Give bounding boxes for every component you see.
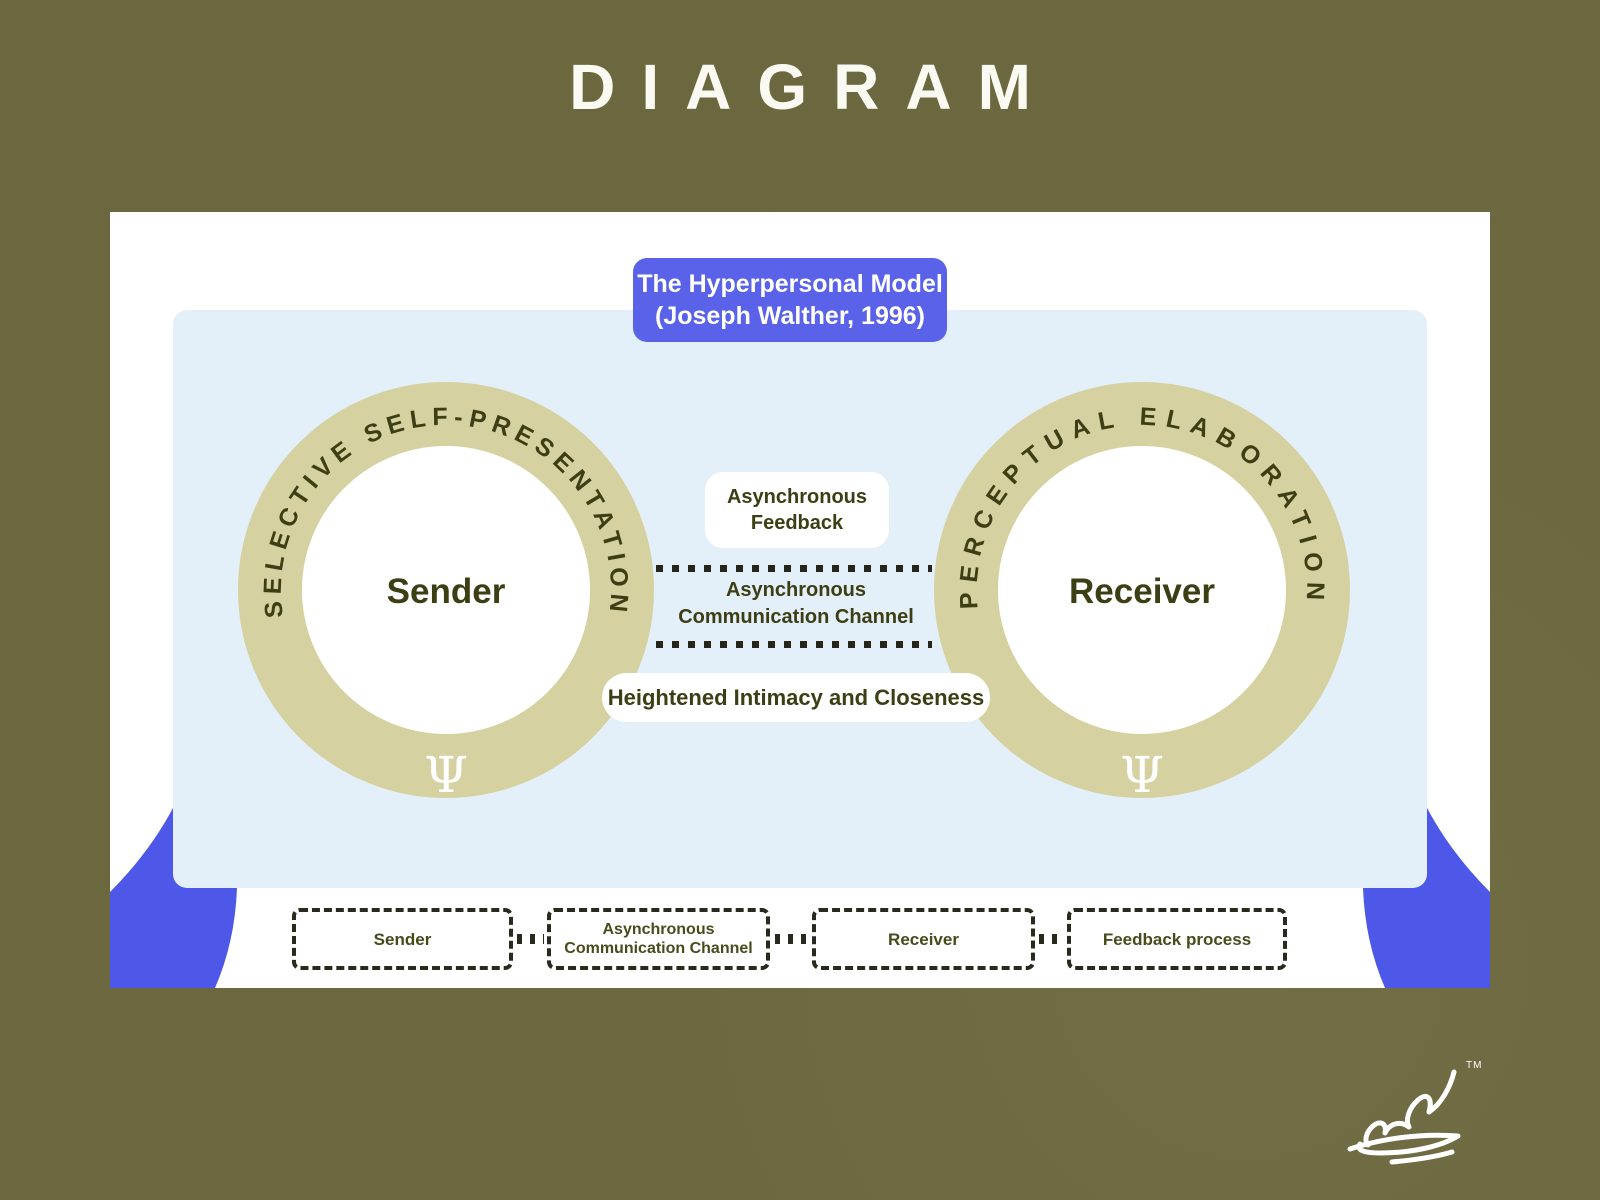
signature-underline-icon [1347, 1132, 1461, 1156]
dotted-channel-line-top [656, 565, 932, 572]
legend-connector [775, 934, 808, 944]
legend-label: Receiver [888, 929, 959, 949]
legend-item-sender: Sender [292, 908, 513, 970]
trademark-label: TM [1466, 1060, 1482, 1071]
legend-connector [517, 934, 544, 944]
asynchronous-channel-label: Asynchronous Communication Channel [640, 577, 952, 631]
heightened-intimacy-label: Heightened Intimacy and Closeness [602, 673, 990, 722]
model-title-line1: The Hyperpersonal Model [637, 270, 943, 298]
channel-line1: Asynchronous [725, 579, 867, 601]
legend-label: Feedback process [1102, 929, 1252, 949]
dotted-channel-line-bottom [656, 641, 932, 648]
signature-underline2-icon [1389, 1149, 1455, 1165]
legend-label: Asynchronous [602, 921, 715, 938]
legend-label: Sender [373, 929, 432, 949]
legend-label-line2: Communication Channel [564, 940, 753, 957]
page-title: DIAGRAM [569, 51, 1057, 123]
intimacy-text: Heightened Intimacy and Closeness [607, 684, 985, 710]
feedback-line2: Feedback [750, 512, 844, 534]
model-title-line2: (Joseph Walther, 1996) [655, 302, 925, 330]
legend-item-channel: Asynchronous Communication Channel [547, 908, 770, 970]
model-title-box: The Hyperpersonal Model (Joseph Walther,… [633, 258, 947, 342]
legend-item-receiver: Receiver [812, 908, 1035, 970]
asynchronous-feedback-label: Asynchronous Feedback [705, 472, 889, 548]
legend-connector [1039, 934, 1065, 944]
signature-scribble-icon [1363, 1069, 1457, 1148]
feedback-line1: Asynchronous [726, 486, 868, 508]
signature-logo: TM [1347, 1060, 1482, 1165]
legend-item-feedback-process: Feedback process [1067, 908, 1287, 970]
channel-line2: Communication Channel [678, 606, 914, 628]
